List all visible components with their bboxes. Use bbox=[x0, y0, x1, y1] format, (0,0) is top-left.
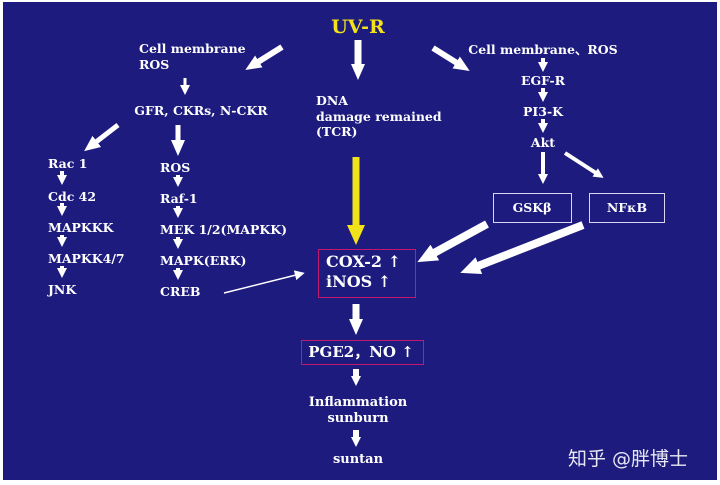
pi3k-node: PI3-K bbox=[523, 104, 563, 119]
dna-damage-label: DNA damage remained (TCR) bbox=[316, 93, 442, 140]
mapkk47-node: MAPKK4/7 bbox=[48, 251, 125, 266]
arrow-uv-to-right bbox=[431, 45, 470, 71]
arrow-nfkb-to-cox2 bbox=[460, 221, 585, 275]
gsk-label: GSKβ bbox=[512, 200, 552, 215]
arrow-uv-to-left bbox=[245, 44, 284, 70]
pge2-no-label: PGE2，NO ↑ bbox=[308, 343, 414, 361]
suntan-label: suntan bbox=[332, 452, 384, 467]
nfkb-box bbox=[589, 193, 665, 223]
cox2-inos-box bbox=[318, 249, 416, 298]
pge2-no-box bbox=[301, 340, 424, 365]
raf1-node: Raf-1 bbox=[160, 191, 198, 206]
uv-r-title: UV-R bbox=[331, 16, 385, 38]
arrow-creb-to-cox2 bbox=[223, 270, 305, 294]
nfkb-label: NFκB bbox=[606, 200, 648, 215]
cell-membrane-ros-right: Cell membrane、ROS bbox=[468, 42, 618, 57]
cox2-label: COX-2 ↑ bbox=[326, 252, 401, 271]
akt-node: Akt bbox=[530, 135, 556, 150]
ros-node: ROS bbox=[160, 160, 191, 175]
jnk-node: JNK bbox=[48, 282, 77, 297]
gsk-box bbox=[493, 193, 572, 223]
mapkkk-node: MAPKKK bbox=[48, 220, 114, 235]
arrow-akt-nfkb bbox=[563, 151, 604, 178]
cell-membrane-ros-left: Cell membrane ROS bbox=[139, 41, 246, 72]
cdc42-node: Cdc 42 bbox=[48, 189, 97, 204]
arrow-gsk-to-cox2 bbox=[417, 220, 489, 263]
mapk-erk-node: MAPK(ERK) bbox=[160, 253, 247, 268]
creb-node: CREB bbox=[160, 284, 201, 299]
zhihu-watermark: 知乎 @胖博士 bbox=[568, 448, 689, 470]
mek12-node: MEK 1/2(MAPKK) bbox=[160, 222, 288, 237]
inos-label: iNOS ↑ bbox=[326, 272, 392, 291]
diagram-slide: UV-R Cell membrane ROS GFR, CKRs, N-CKR … bbox=[3, 2, 717, 480]
inflammation-sunburn-label: Inflammation sunburn bbox=[308, 395, 408, 427]
receptors-label: GFR, CKRs, N-CKR bbox=[134, 103, 268, 118]
rac1-node: Rac 1 bbox=[48, 156, 88, 171]
arrow-receptors-to-rac1 bbox=[84, 123, 120, 152]
egfr-node: EGF-R bbox=[520, 73, 566, 88]
